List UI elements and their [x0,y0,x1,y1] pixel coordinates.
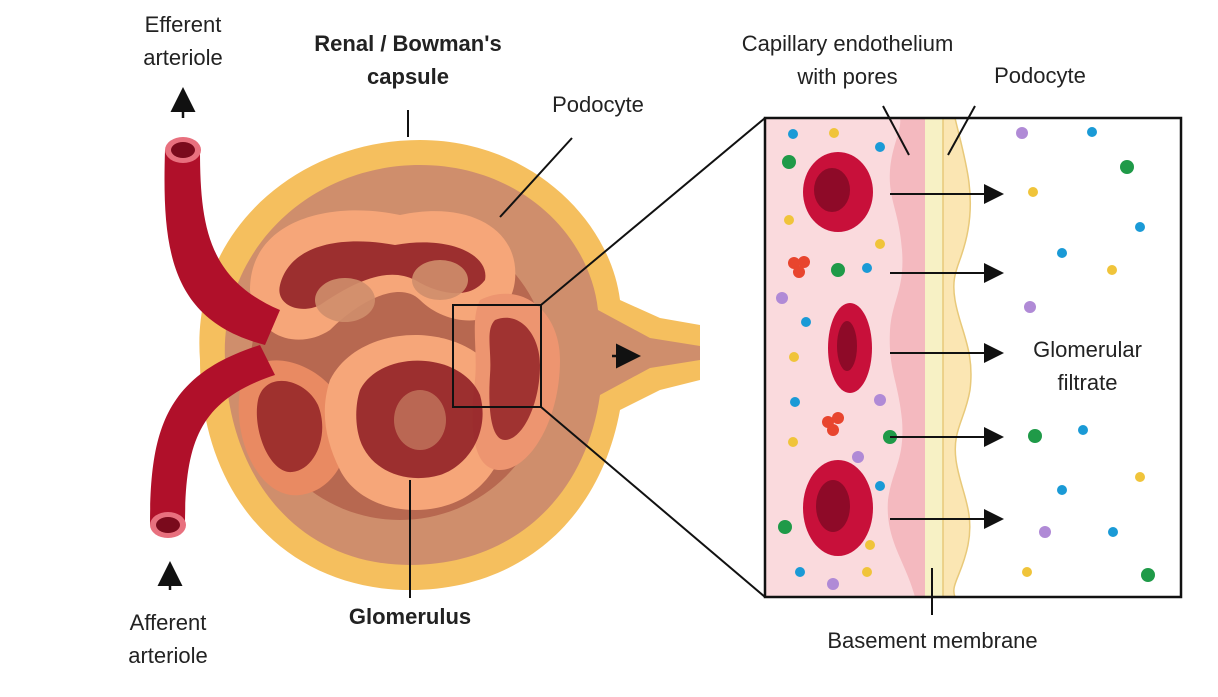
zoom-region-marker [452,304,542,408]
red-blood-cells [803,152,873,556]
basement-membrane-layer [925,118,943,597]
solute [789,352,799,362]
red-blood-cell-shade [837,321,857,371]
glomerulus-tuft [238,210,560,520]
solute [1022,567,1032,577]
solute [875,239,885,249]
solute [1135,472,1145,482]
leader-lines [407,105,976,615]
solute [827,578,839,590]
solute [832,412,844,424]
solute [875,142,885,152]
solute [776,292,788,304]
solute [862,567,872,577]
endothelium-layer [887,118,925,597]
podocyte-label-left: Podocyte [552,92,644,117]
solute [782,155,796,169]
solute [793,266,805,278]
solute [829,128,839,138]
solute [1016,127,1028,139]
solute [1028,429,1042,443]
solute [1120,160,1134,174]
red-blood-cell-shade [816,480,850,532]
solute [1057,485,1067,495]
panel-border [763,116,1183,599]
glomerulus-label: Glomerulus [348,604,472,629]
solute [1078,425,1088,435]
podocyte-foot-layer [942,117,972,598]
solute [1135,222,1145,232]
tuft-gap-1 [315,278,375,322]
afferent-arteriole [150,345,275,538]
solute [784,215,794,225]
solute [1057,248,1067,258]
solute [1028,187,1038,197]
capillary-endothelium-label: Capillary endothelium with pores [741,31,954,89]
solute [1024,301,1036,313]
glomerular-filtrate-label: Glomerular filtrate [1033,337,1142,395]
afferent-lumen [156,517,180,533]
solute [1039,526,1051,538]
solute [788,129,798,139]
solute [798,256,810,268]
solute [862,263,872,273]
solute [874,394,886,406]
podocyte-right-leader [947,105,976,156]
solute [827,424,839,436]
zoom-connector-bottom [540,406,766,598]
zoom-connector-top [540,117,766,306]
solute [1107,265,1117,275]
efferent-lumen [171,142,195,158]
solute [778,520,792,534]
basement-membrane-label: Basement membrane [827,628,1038,653]
solute [831,263,845,277]
solute [801,317,811,327]
red-blood-cell-shade [814,168,850,212]
solute [875,481,885,491]
capillary-leader [882,105,910,156]
solute-particles [776,127,1155,590]
solute [795,567,805,577]
flow-arrows [157,87,641,590]
afferent-vessel [150,345,275,525]
efferent-vessel [164,150,280,345]
solute [788,437,798,447]
solute [788,257,800,269]
efferent-arteriole-label: Efferent arteriole [143,12,223,70]
capillary-core-left [256,380,323,473]
solute [1141,568,1155,582]
capsule-label: Renal / Bowman's capsule [314,31,502,89]
filtration-arrows [890,184,1004,529]
podocyte-label-right: Podocyte [994,63,1086,88]
solute [1087,127,1097,137]
solute [852,451,864,463]
efferent-arteriole [164,137,280,345]
solute [1108,527,1118,537]
solute [790,397,800,407]
solute [865,540,875,550]
afferent-arteriole-label: Afferent arteriole [128,610,208,668]
tuft-gap-3 [394,390,446,450]
podocyte-leader [499,137,573,218]
tuft-gap-2 [412,260,468,300]
capillary-core-right [489,317,540,440]
